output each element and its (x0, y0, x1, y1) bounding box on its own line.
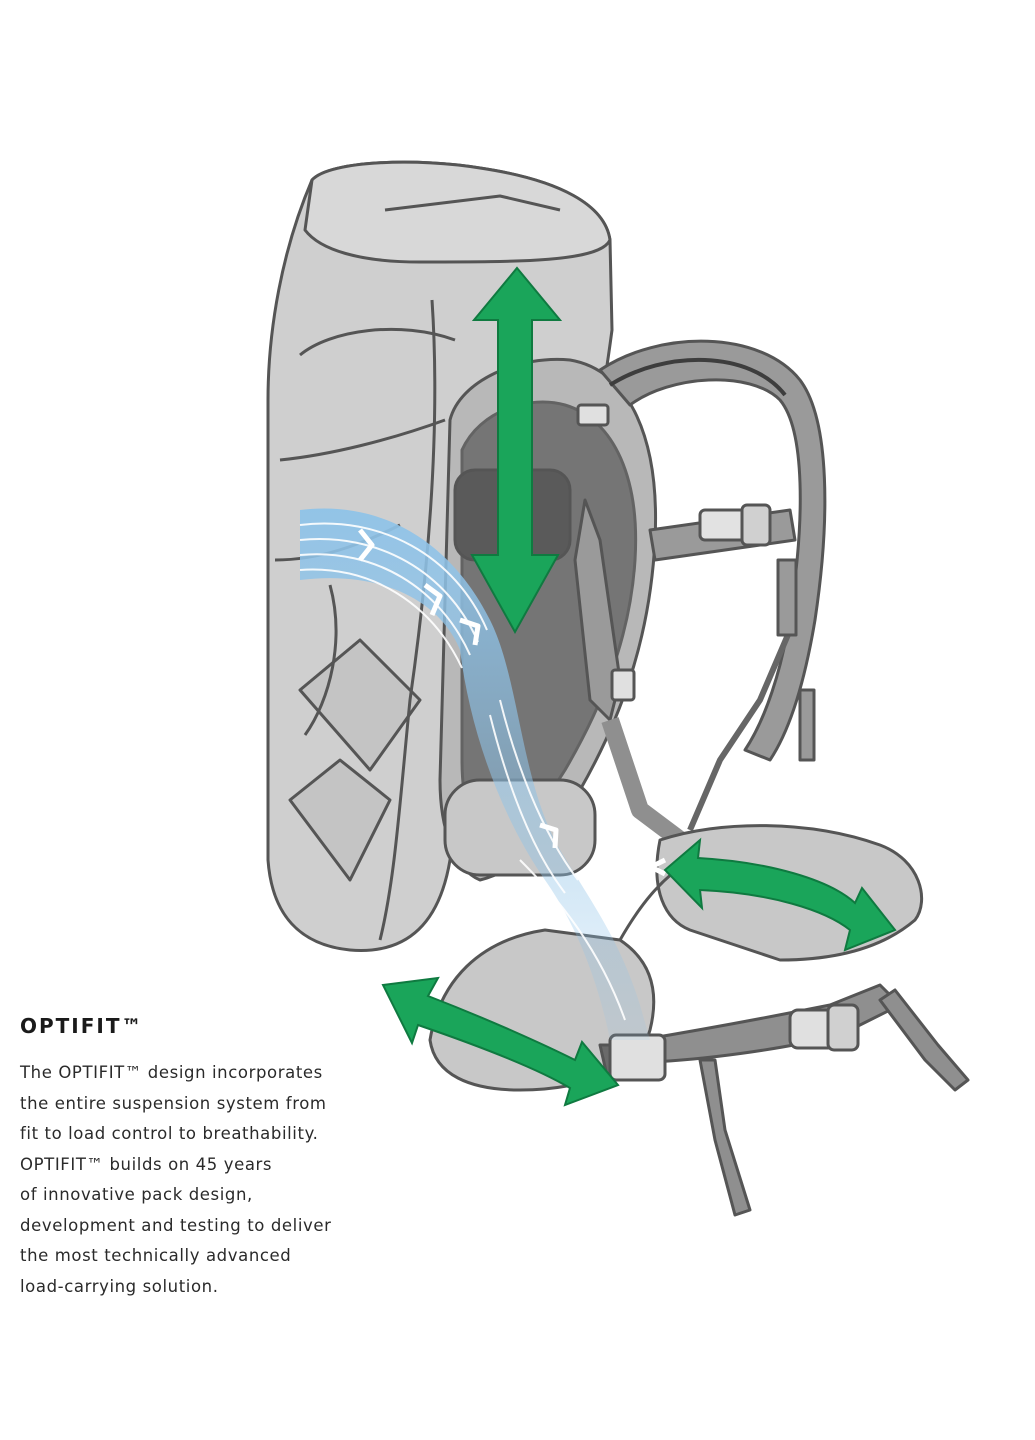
hipbelt-adjust-arrow-right-icon (663, 837, 897, 952)
description-line: OPTIFIT™ builds on 45 years (20, 1154, 273, 1174)
description-line: The OPTIFIT™ design incorporates (20, 1063, 323, 1082)
hip-buckle (608, 1003, 860, 1082)
torso-adjust-arrow-icon (470, 266, 563, 635)
feature-description: The OPTIFIT™ design incorporates the ent… (20, 1058, 390, 1302)
description-line: load-carrying solution. (20, 1276, 219, 1296)
airflow-band (299, 508, 650, 1040)
description-line: of innovative pack design, (20, 1185, 253, 1204)
description-line: fit to load control to breathability. (20, 1124, 319, 1143)
description-line: the most technically advanced (20, 1246, 292, 1265)
airflow-chevrons (358, 528, 667, 877)
description-line: development and testing to deliver (20, 1215, 332, 1235)
hipbelt-adjust-arrow-left-icon (381, 976, 620, 1107)
description-line: the entire suspension system from (20, 1093, 327, 1113)
shoulder-harness (573, 339, 827, 848)
feature-heading: OPTIFIT™ (20, 1014, 144, 1038)
sternum-buckle (698, 503, 772, 547)
